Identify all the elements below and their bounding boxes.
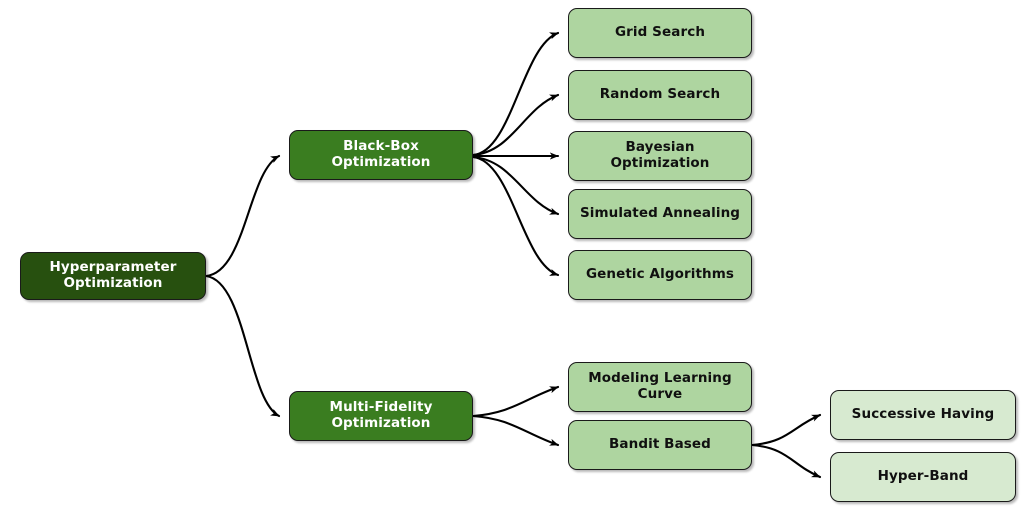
node-label: Successive Having [851, 406, 995, 423]
node-hyper-band[interactable]: Hyper-Band [830, 452, 1016, 502]
node-label: Bayesian Optimization [610, 139, 710, 171]
node-simulated-annealing[interactable]: Simulated Annealing [568, 189, 752, 239]
node-random-search[interactable]: Random Search [568, 70, 752, 120]
node-multi-fidelity-optimization[interactable]: Multi-Fidelity Optimization [289, 391, 473, 441]
node-label: Random Search [599, 86, 721, 103]
node-label: Hyper-Band [877, 468, 969, 485]
node-bandit-based[interactable]: Bandit Based [568, 420, 752, 470]
node-modeling-learning-curve[interactable]: Modeling Learning Curve [568, 362, 752, 412]
edge-black-box-to-genetic-algorithms [471, 155, 560, 277]
node-label: Modeling Learning Curve [588, 370, 732, 402]
node-label: Grid Search [614, 24, 706, 41]
node-label: Simulated Annealing [579, 205, 741, 222]
node-successive-having[interactable]: Successive Having [830, 390, 1016, 440]
node-label: Hyperparameter Optimization [49, 259, 177, 291]
node-label: Multi-Fidelity Optimization [329, 399, 433, 431]
node-black-box-optimization[interactable]: Black-Box Optimization [289, 130, 473, 180]
node-label: Bandit Based [609, 436, 711, 453]
node-grid-search[interactable]: Grid Search [568, 8, 752, 58]
edge-multi-fidelity-to-bandit-based [471, 414, 560, 447]
edge-black-box-to-grid-search [471, 31, 560, 157]
edge-root-to-black-box [204, 154, 281, 278]
edge-bandit-based-to-hyper-band [750, 443, 822, 479]
edge-root-to-multi-fidelity [204, 274, 281, 418]
node-label: Black-Box Optimization [331, 138, 431, 170]
node-genetic-algorithms[interactable]: Genetic Algorithms [568, 250, 752, 300]
edge-black-box-to-simulated-annealing [471, 155, 560, 216]
node-hyperparameter-optimization[interactable]: Hyperparameter Optimization [20, 252, 206, 300]
edge-bandit-based-to-successive-having [750, 413, 822, 447]
node-label: Genetic Algorithms [585, 266, 735, 283]
edge-black-box-to-random-search [471, 93, 560, 157]
edge-multi-fidelity-to-modeling-learning-curve [471, 385, 560, 418]
node-bayesian-optimization[interactable]: Bayesian Optimization [568, 131, 752, 181]
